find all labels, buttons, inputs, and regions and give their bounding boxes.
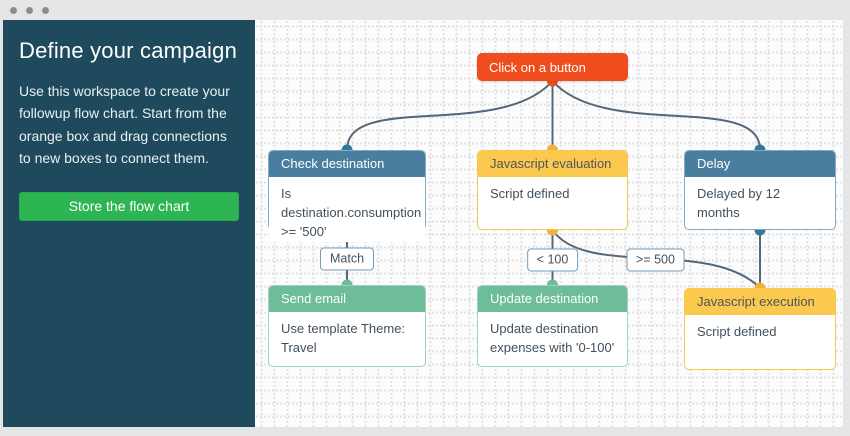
node-delay[interactable]: Delay Delayed by 12 months	[684, 150, 836, 230]
connection-label-lt-100[interactable]: < 100	[527, 249, 579, 272]
node-title: Click on a button	[489, 60, 586, 75]
node-header[interactable]: Delay	[685, 151, 835, 177]
connection-trigger-to-delay[interactable]	[553, 81, 761, 150]
sidebar: Define your campaign Use this workspace …	[3, 20, 255, 427]
node-header[interactable]: Check destination	[269, 151, 425, 177]
window-dot-icon[interactable]	[26, 7, 33, 14]
node-javascript-execution[interactable]: Javascript execution Script defined	[684, 288, 836, 370]
connection-label-gte-500[interactable]: >= 500	[626, 249, 685, 272]
node-update-destination[interactable]: Update destination Update destination ex…	[477, 285, 628, 367]
store-flow-chart-button[interactable]: Store the flow chart	[19, 192, 239, 221]
connection-label-match[interactable]: Match	[320, 248, 374, 271]
node-send-email[interactable]: Send email Use template Theme: Travel	[268, 285, 426, 367]
node-header[interactable]: Send email	[269, 286, 425, 312]
connection-trigger-to-check[interactable]	[347, 81, 553, 150]
sidebar-description: Use this workspace to create your follow…	[19, 80, 239, 170]
node-body: Script defined	[478, 177, 627, 204]
node-body: Is destination.consumption >= '500'	[269, 177, 425, 242]
node-javascript-evaluation[interactable]: Javascript evaluation Script defined	[477, 150, 628, 230]
node-body: Script defined	[685, 315, 835, 342]
window-titlebar	[0, 0, 850, 20]
flowchart-canvas[interactable]: Match < 100 >= 500 Click on a button Che…	[255, 20, 843, 427]
window-dot-icon[interactable]	[42, 7, 49, 14]
page-title: Define your campaign	[19, 38, 239, 64]
window-dot-icon[interactable]	[10, 7, 17, 14]
node-body: Update destination expenses with '0-100'	[478, 312, 627, 358]
node-header[interactable]: Update destination	[478, 286, 627, 312]
node-body: Delayed by 12 months	[685, 177, 835, 223]
node-header[interactable]: Javascript evaluation	[478, 151, 627, 177]
node-click-on-a-button[interactable]: Click on a button	[477, 53, 628, 81]
node-header[interactable]: Javascript execution	[685, 289, 835, 315]
node-body: Use template Theme: Travel	[269, 312, 425, 358]
node-check-destination[interactable]: Check destination Is destination.consump…	[268, 150, 426, 230]
